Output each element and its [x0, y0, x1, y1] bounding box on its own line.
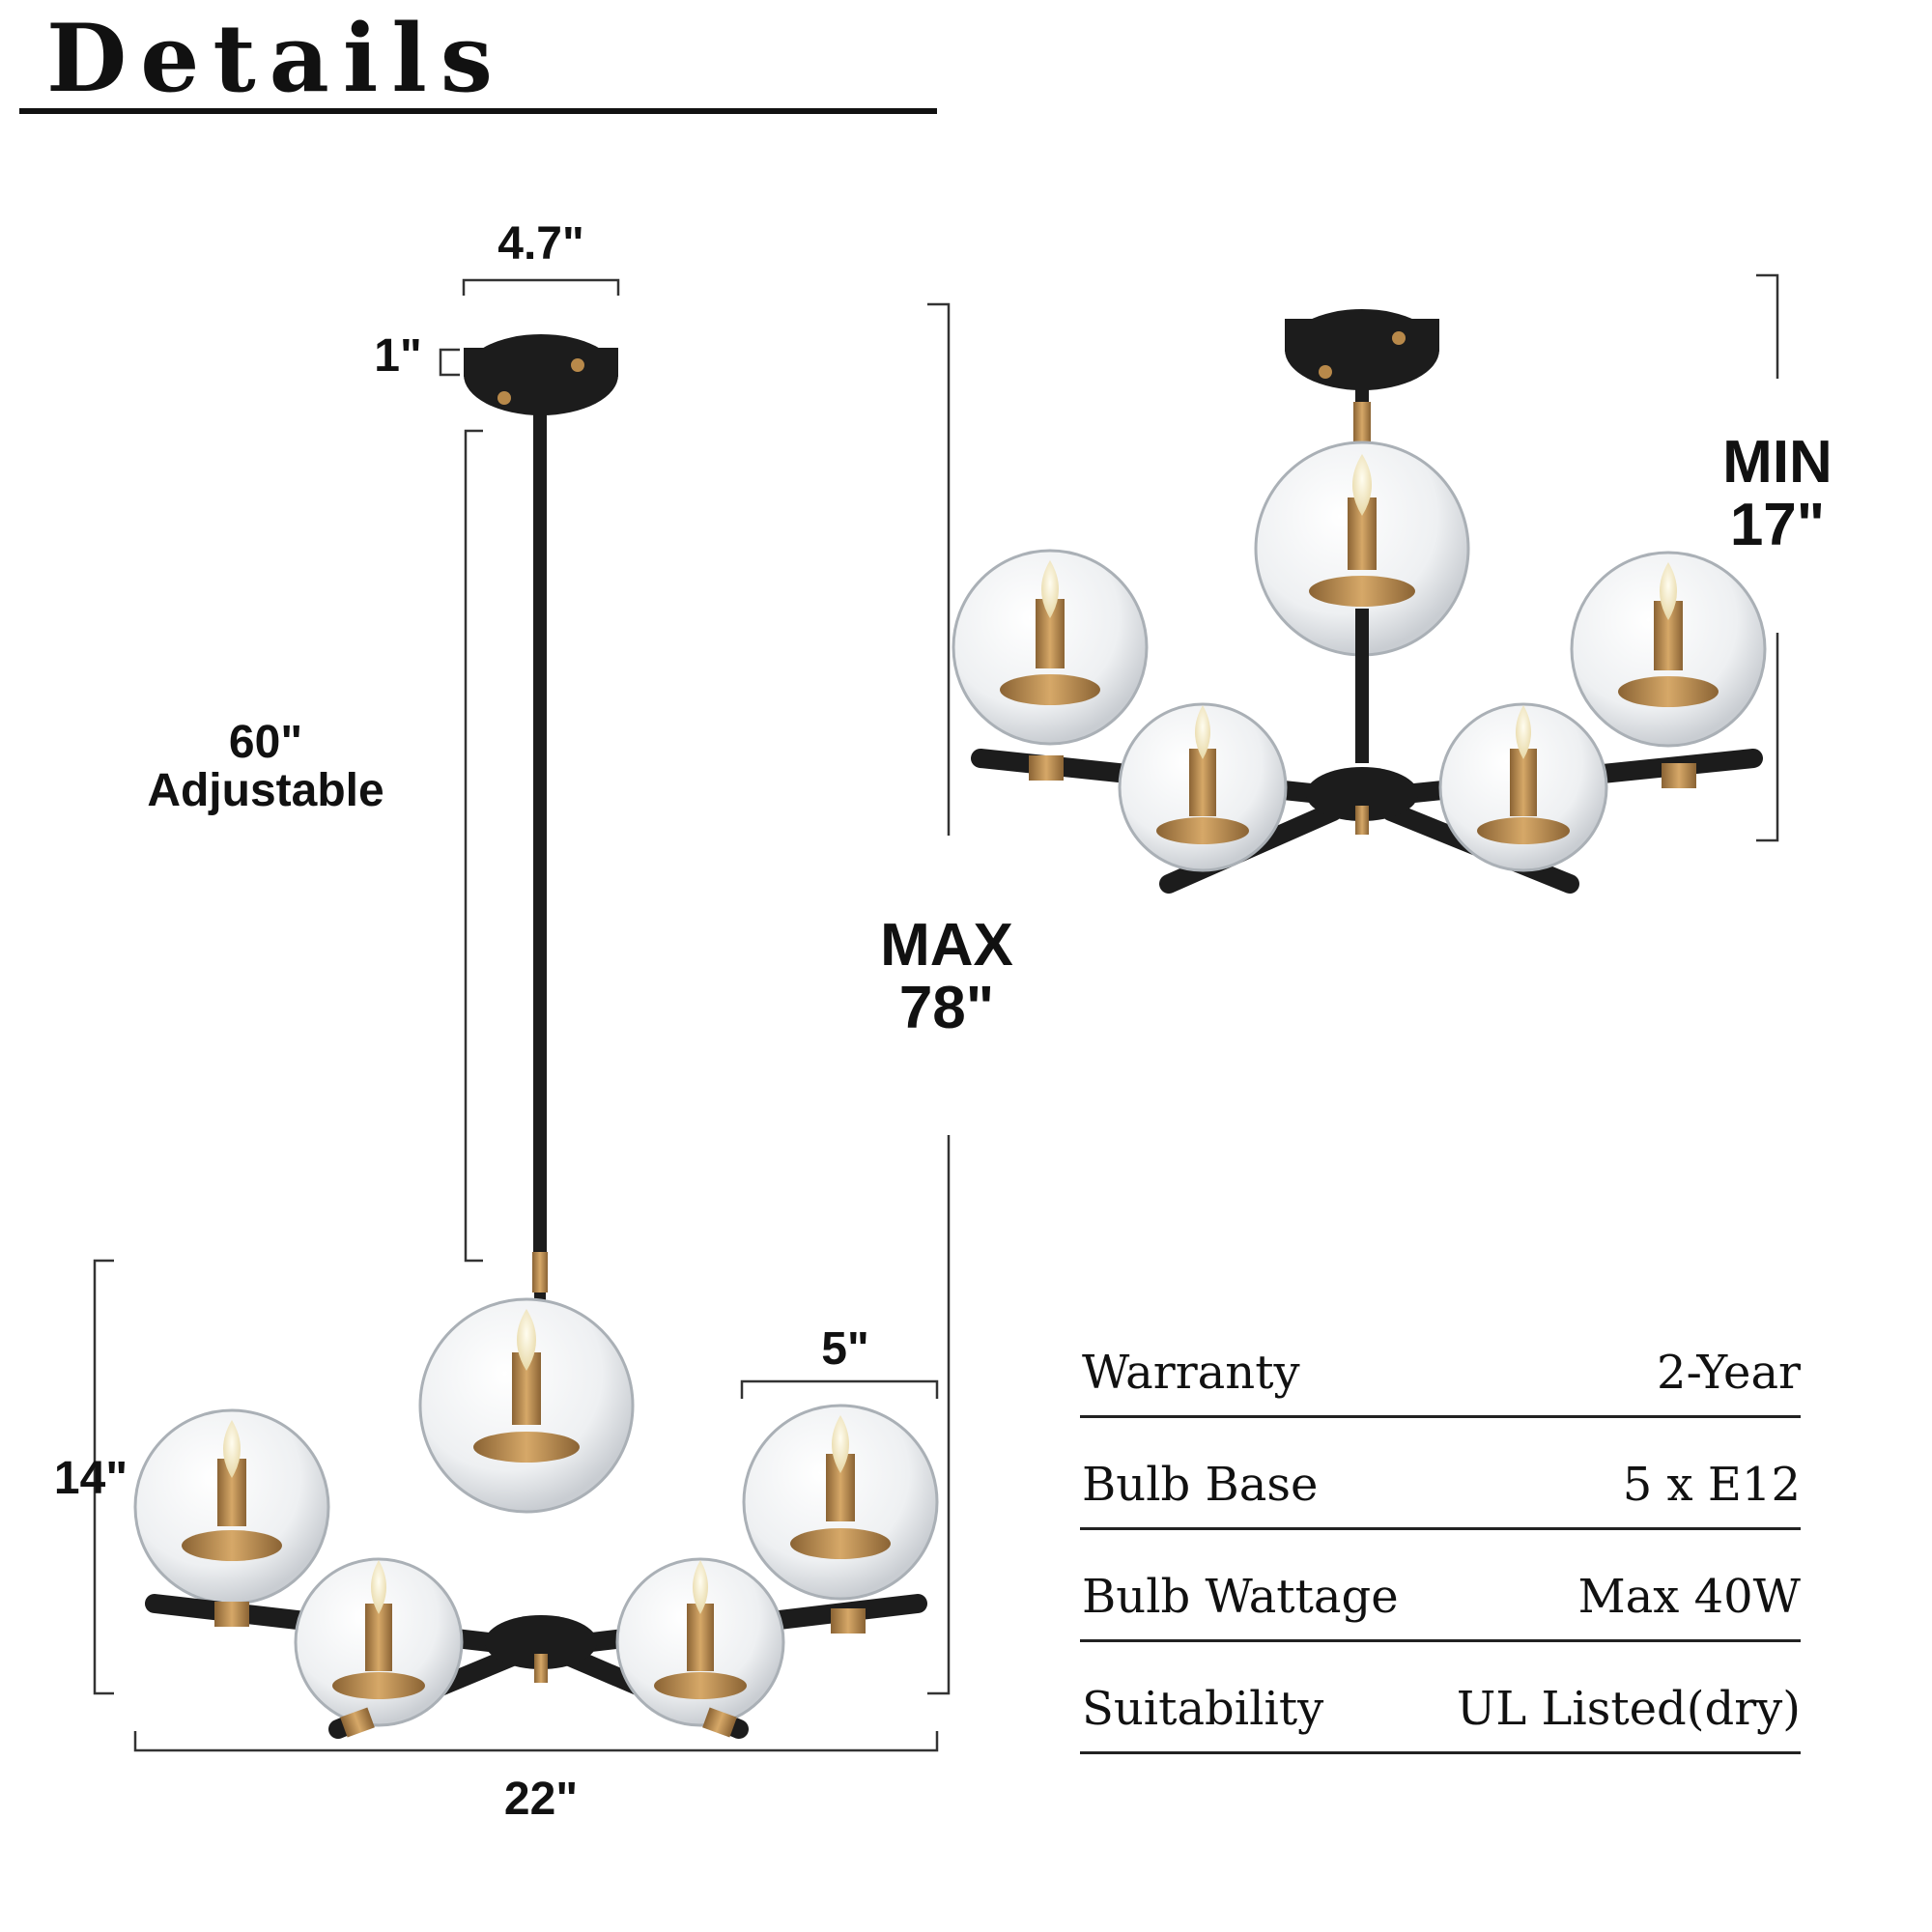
- page-title: Details: [46, 4, 506, 113]
- globe: [952, 549, 1149, 746]
- canopy-width-label: 4.7": [497, 218, 584, 270]
- spec-table: Warranty 2-Year Bulb Base 5 x E12 Bulb W…: [1080, 1321, 1801, 1754]
- center-hub: [485, 1615, 597, 1669]
- globe: [615, 1557, 785, 1727]
- spec-row-warranty: Warranty 2-Year: [1080, 1321, 1801, 1418]
- globe: [133, 1408, 330, 1605]
- center-hub: [1306, 767, 1418, 821]
- min-label: MIN: [1722, 429, 1833, 496]
- body-height-label: 14": [53, 1453, 128, 1504]
- spec-row-bulb-wattage: Bulb Wattage Max 40W: [1080, 1530, 1801, 1642]
- globe: [1570, 551, 1767, 748]
- rod-length-note: Adjustable: [147, 765, 384, 817]
- spec-label: Suitability: [1082, 1682, 1324, 1736]
- chandelier-max: [133, 334, 939, 1739]
- globe: [294, 1557, 464, 1727]
- body-width-label: 22": [503, 1774, 579, 1825]
- globe: [742, 1404, 939, 1601]
- globe: [1118, 702, 1288, 872]
- chandelier-min: [952, 309, 1767, 894]
- title-underline: [19, 108, 937, 114]
- spec-value: Max 40W: [1577, 1570, 1801, 1624]
- downrod: [533, 384, 547, 1254]
- rod-length-value: 60": [228, 717, 303, 768]
- max-label: MAX: [880, 912, 1013, 979]
- max-height-label: MAX 78": [850, 914, 1043, 1039]
- spec-label: Warranty: [1082, 1346, 1300, 1400]
- globe: [418, 1297, 635, 1514]
- rod-length-label: 60" Adjustable: [126, 717, 406, 817]
- spec-row-bulb-base: Bulb Base 5 x E12: [1080, 1418, 1801, 1530]
- spec-row-suitability: Suitability UL Listed(dry): [1080, 1642, 1801, 1754]
- canopy-height-label: 1": [374, 330, 422, 382]
- min-height-label: MIN 17": [1681, 431, 1874, 556]
- spec-value: UL Listed(dry): [1456, 1682, 1801, 1736]
- globe: [1438, 702, 1608, 872]
- spec-value: 2-Year: [1657, 1346, 1801, 1400]
- spec-value: 5 x E12: [1622, 1458, 1801, 1512]
- min-value: 17": [1729, 492, 1826, 559]
- dimension-lines: [93, 273, 1779, 1752]
- spec-label: Bulb Base: [1082, 1458, 1319, 1512]
- globe-diameter-label: 5": [821, 1323, 869, 1375]
- max-value: 78": [898, 975, 995, 1042]
- spec-label: Bulb Wattage: [1082, 1570, 1399, 1624]
